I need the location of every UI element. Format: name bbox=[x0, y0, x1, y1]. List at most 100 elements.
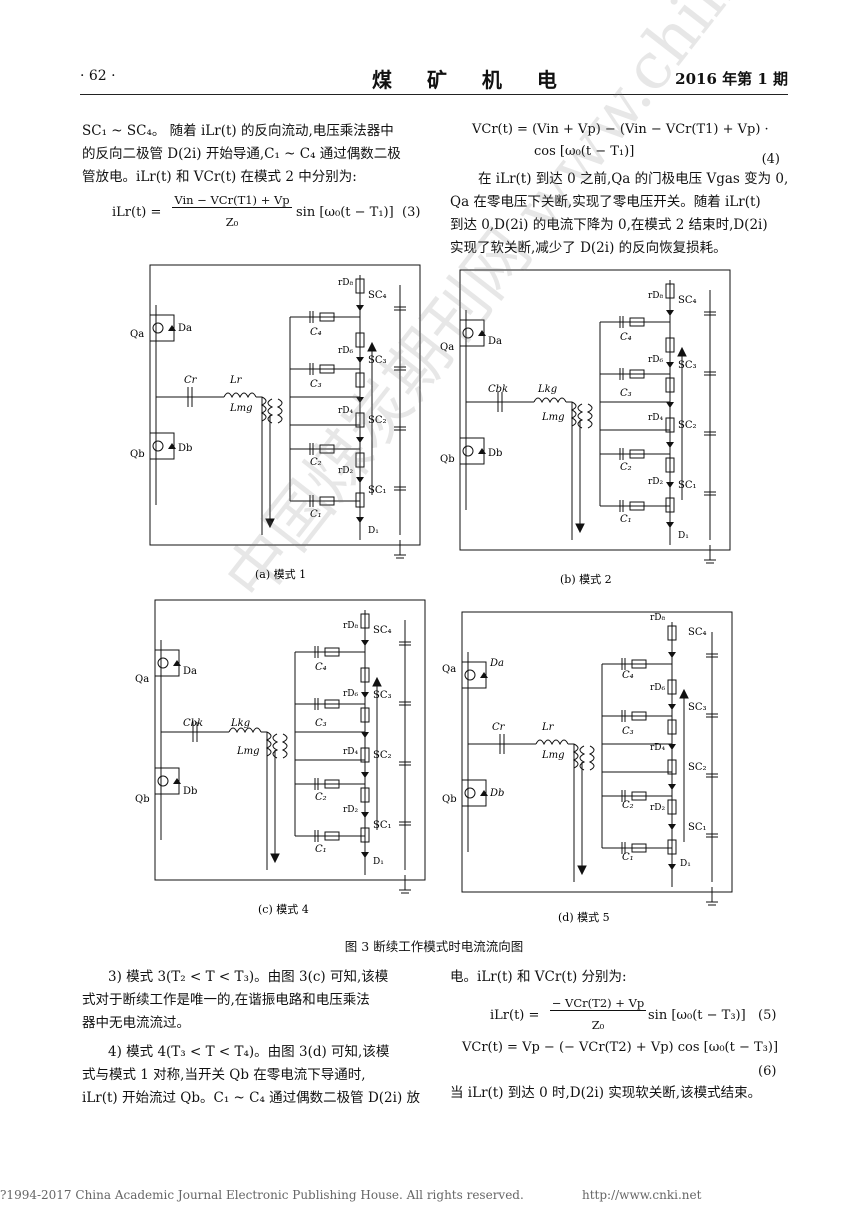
equation-4: VCr(t) = (Vin + Vp) − (Vin − VCr(T1) + V… bbox=[472, 122, 792, 167]
label-da: Da bbox=[178, 323, 192, 334]
label-sc2: SC₂ bbox=[368, 415, 387, 426]
label-rd4: rD₄ bbox=[648, 413, 664, 423]
page-header: · 62 · 煤 矿 机 电 2016 年第 1 期 bbox=[80, 66, 788, 95]
label-d1: D₁ bbox=[373, 857, 384, 867]
label-qa: Qa bbox=[440, 342, 454, 353]
text-line: 3) 模式 3(T₂ < T < T₃)。由图 3(c) 可知,该模 bbox=[108, 969, 389, 985]
label-sc3: SC₃ bbox=[688, 702, 707, 713]
label-sc4: SC₄ bbox=[678, 295, 697, 306]
label-c4: C₄ bbox=[620, 332, 632, 343]
label-db: Db bbox=[183, 786, 197, 797]
equation-5: iLr(t) = − VCr(T2) + Vp Z₀ sin [ω₀(t − T… bbox=[490, 996, 790, 1036]
journal-title: 煤 矿 机 电 bbox=[372, 68, 571, 92]
label-c3: C₃ bbox=[310, 379, 322, 390]
issue-label: 2016 年第 1 期 bbox=[675, 70, 788, 88]
figure-3-circuits: Qa Da Qb Db Cr Lr Lmg SC₄ SC₃ SC₂ SC₁ C₄… bbox=[130, 264, 733, 924]
label-c2: C₂ bbox=[315, 792, 327, 803]
label-rd2: rD₂ bbox=[650, 803, 666, 813]
left-column-bottom: 3) 模式 3(T₂ < T < T₃)。由图 3(c) 可知,该模 式对于断续… bbox=[82, 966, 427, 1110]
label-c3: C₃ bbox=[620, 388, 632, 399]
subcaption-d: (d) 模式 5 bbox=[558, 911, 610, 924]
label-lmg: Lmg bbox=[236, 746, 260, 757]
label-c1: C₁ bbox=[310, 509, 322, 520]
label-lr: Lr bbox=[229, 375, 243, 386]
label-da: Da bbox=[488, 336, 502, 347]
label-rd8: rD₈ bbox=[338, 278, 354, 288]
label-db: Db bbox=[489, 788, 504, 799]
eq5-denominator: Z₀ bbox=[591, 1018, 605, 1032]
label-c2: C₂ bbox=[622, 800, 634, 811]
label-c4: C₄ bbox=[315, 662, 327, 673]
label-rd2: rD₂ bbox=[338, 466, 354, 476]
label-sc1: SC₁ bbox=[368, 485, 387, 496]
label-sc1: SC₁ bbox=[373, 820, 392, 831]
figure-caption: 图 3 断续工作模式时电流流向图 bbox=[344, 939, 524, 954]
text-line: 到达 0,D(2i) 的电流下降为 0,在模式 2 结束时,D(2i) bbox=[450, 217, 768, 233]
label-c4: C₄ bbox=[622, 670, 634, 681]
footer-url[interactable]: http://www.cnki.net bbox=[582, 1188, 702, 1202]
label-sc1: SC₁ bbox=[678, 480, 697, 491]
label-sc1: SC₁ bbox=[688, 822, 707, 833]
label-qb: Qb bbox=[440, 454, 455, 465]
label-d1: D₁ bbox=[368, 526, 379, 536]
label-sc3: SC₃ bbox=[373, 690, 392, 701]
eq4-tag: (4) bbox=[761, 152, 780, 167]
label-sc4: SC₄ bbox=[688, 627, 707, 638]
right-column-top: 在 iLr(t) 到达 0 之前,Qa 的门极电压 Vgas 变为 0, Qa … bbox=[450, 168, 790, 260]
label-c3: C₃ bbox=[315, 718, 327, 729]
label-lkg: Lkg bbox=[537, 384, 557, 395]
page-number: · 62 · bbox=[80, 68, 116, 84]
label-rd4: rD₄ bbox=[338, 406, 354, 416]
eq3-rhs: sin [ω₀(t − T₁)] bbox=[296, 205, 394, 220]
label-rd6: rD₆ bbox=[648, 355, 664, 365]
label-sc4: SC₄ bbox=[373, 625, 392, 636]
label-cbk: Cbk bbox=[488, 384, 508, 395]
text-line: iLr(t) 开始流过 Qb。C₁ ~ C₄ 通过偶数二极管 D(2i) 放 bbox=[82, 1090, 421, 1106]
label-rd2: rD₂ bbox=[343, 805, 359, 815]
text-line: 实现了软关断,减少了 D(2i) 的反向恢复损耗。 bbox=[450, 240, 727, 256]
label-sc3: SC₃ bbox=[678, 360, 697, 371]
label-sc4: SC₄ bbox=[368, 290, 387, 301]
label-qb: Qb bbox=[135, 794, 150, 805]
label-da: Da bbox=[489, 658, 504, 669]
eq3-numerator: Vin − VCr(T1) + Vp bbox=[172, 193, 292, 208]
eq5-tag: (5) bbox=[758, 1008, 777, 1023]
label-c1: C₁ bbox=[315, 844, 327, 855]
label-sc2: SC₂ bbox=[688, 762, 707, 773]
text-line: 当 iLr(t) 到达 0 时,D(2i) 实现软关断,该模式结束。 bbox=[450, 1085, 762, 1101]
label-rd8: rD₈ bbox=[343, 621, 359, 631]
label-rd8: rD₈ bbox=[650, 613, 666, 623]
label-lmg: Lmg bbox=[541, 412, 565, 423]
eq3-denominator: Z₀ bbox=[225, 215, 239, 229]
label-qa: Qa bbox=[130, 329, 144, 340]
text-line: 管放电。iLr(t) 和 VCr(t) 在模式 2 中分别为: bbox=[82, 169, 357, 185]
label-sc2: SC₂ bbox=[373, 750, 392, 761]
text-line: SC₁ ~ SC₄。 随着 iLr(t) 的反向流动,电压乘法器中 bbox=[82, 123, 394, 139]
text-line: 式对于断续工作是唯一的,在谐振电路和电压乘法 bbox=[82, 992, 370, 1008]
subcaption-c: (c) 模式 4 bbox=[258, 903, 309, 916]
label-c1: C₁ bbox=[620, 514, 632, 525]
circuit-mode-2: Qa Da Qb Db Cbk Lkg Lmg SC₄ SC₃ SC₂ SC₁ … bbox=[440, 269, 731, 564]
label-cr: Cr bbox=[184, 375, 198, 386]
equation-3: iLr(t) = Vin − VCr(T1) + Vp Z₀ sin [ω₀(t… bbox=[112, 193, 432, 237]
text-line: 的反向二极管 D(2i) 开始导通,C₁ ~ C₄ 通过偶数二极 bbox=[82, 146, 401, 162]
text-line: 式与模式 1 对称,当开关 Qb 在零电流下导通时, bbox=[82, 1067, 366, 1083]
eq6-tag: (6) bbox=[758, 1064, 777, 1079]
label-c2: C₂ bbox=[620, 462, 632, 473]
eq3-lhs: iLr(t) = bbox=[112, 205, 162, 220]
label-qb: Qb bbox=[442, 794, 457, 805]
text-line: 器中无电流流过。 bbox=[82, 1015, 190, 1031]
label-rd6: rD₆ bbox=[338, 346, 354, 356]
eq5-numerator: − VCr(T2) + Vp bbox=[550, 996, 646, 1011]
label-rd6: rD₆ bbox=[650, 683, 666, 693]
subcaption-a: (a) 模式 1 bbox=[255, 568, 306, 581]
label-lkg: Lkg bbox=[230, 718, 250, 729]
label-da: Da bbox=[183, 666, 197, 677]
left-column-top: SC₁ ~ SC₄。 随着 iLr(t) 的反向流动,电压乘法器中 的反向二极管… bbox=[82, 120, 427, 189]
eq5-lhs: iLr(t) = bbox=[490, 1008, 540, 1023]
label-rd2: rD₂ bbox=[648, 477, 664, 487]
label-lmg: Lmg bbox=[541, 750, 565, 761]
label-rd4: rD₄ bbox=[343, 747, 359, 757]
label-db: Db bbox=[488, 448, 502, 459]
label-rd8: rD₈ bbox=[648, 291, 664, 301]
